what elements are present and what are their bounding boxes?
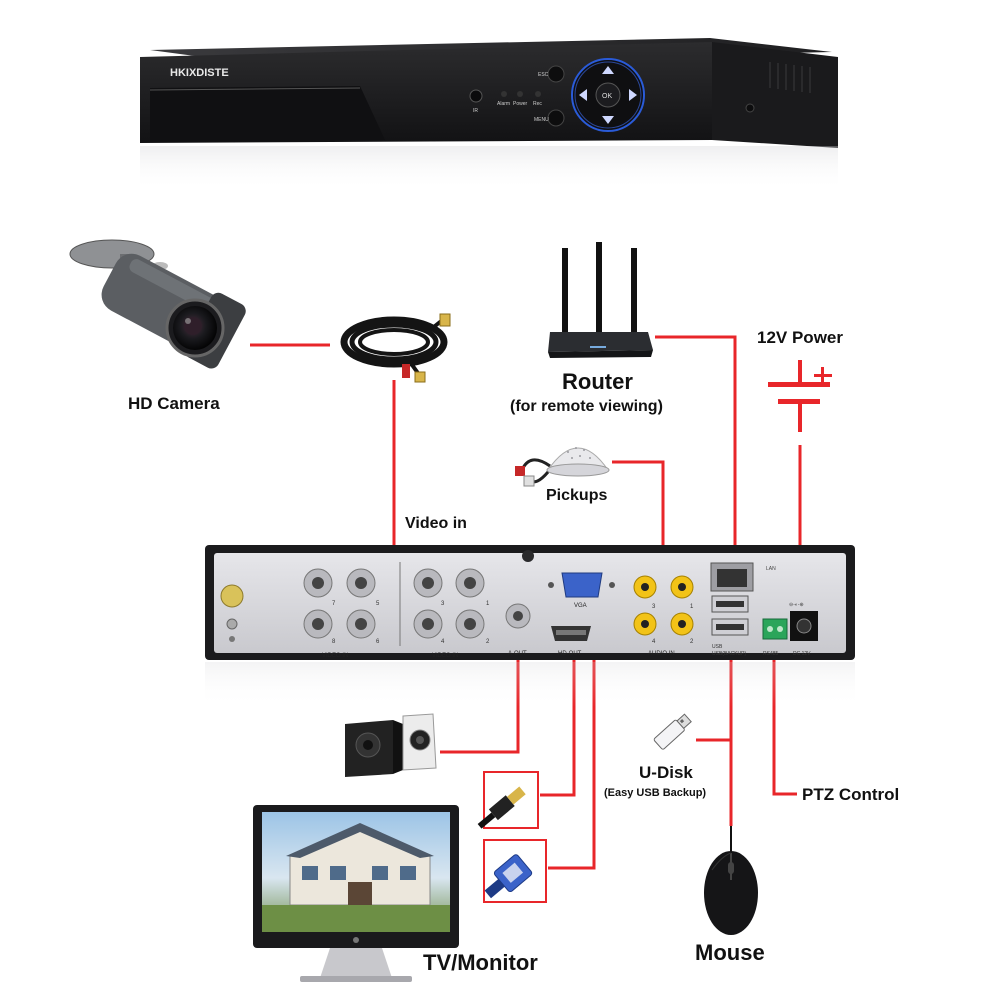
- ok-button[interactable]: [595, 82, 621, 108]
- rs485-label: RS485: [763, 651, 779, 657]
- ir-sensor-icon: [469, 89, 483, 103]
- udisk-sublabel: (Easy USB Backup): [604, 787, 706, 799]
- mouse-label: Mouse: [695, 940, 765, 965]
- svg-text:⊖-◐-⊕: ⊖-◐-⊕: [789, 602, 804, 608]
- wire-vga: [548, 646, 596, 870]
- ok-label: OK: [602, 93, 612, 100]
- rs485-terminal[interactable]: [762, 618, 788, 640]
- bnc-number: 5: [376, 601, 380, 607]
- audio-number: 1: [690, 604, 694, 610]
- vga-port[interactable]: [561, 572, 603, 598]
- router-icon: [548, 242, 653, 358]
- arrow-right-icon[interactable]: [629, 89, 637, 101]
- pickups-label: Pickups: [546, 487, 607, 504]
- ground-terminal-icon: [220, 584, 244, 608]
- speakers-icon: [345, 713, 437, 777]
- hd-camera-label: HD Camera: [128, 394, 220, 413]
- alarm-led-label: Alarm: [497, 101, 510, 107]
- tv-monitor-icon: [253, 805, 459, 982]
- bnc-number: 4: [441, 639, 445, 645]
- audio-number: 4: [652, 639, 656, 645]
- brand-logo: HKIXDISTE: [170, 67, 229, 79]
- video-in-label-left: VIDEO IN: [322, 653, 348, 659]
- bnc-number: 8: [332, 639, 336, 645]
- power-led-label: Power: [513, 101, 528, 107]
- menu-button[interactable]: [547, 109, 565, 127]
- ptz-label: PTZ Control: [802, 785, 899, 804]
- bnc-plug-icon: [402, 313, 451, 383]
- usb-disk-icon: [653, 713, 692, 750]
- pickup-microphone-icon: [515, 447, 610, 487]
- bnc-number: 2: [486, 639, 490, 645]
- video-in-bnc-right[interactable]: [413, 568, 485, 639]
- hd-out-label: HD-OUT: [558, 651, 582, 657]
- arrow-left-icon[interactable]: [579, 89, 587, 101]
- wire-aout-speaker: [440, 616, 520, 754]
- video-in-bnc-left[interactable]: [303, 568, 376, 639]
- audio-number: 2: [690, 639, 694, 645]
- esc-button[interactable]: [547, 65, 565, 83]
- wire-pickups-audio: [612, 460, 665, 570]
- tv-monitor-label: TV/Monitor: [423, 950, 538, 975]
- hdmi-plug-icon: [477, 786, 526, 829]
- dvr-back-unit: 7 5 8 6 3 1 4 2 VIDEO IN VIDEO IN A-OUT …: [205, 545, 855, 707]
- audio-in-rca[interactable]: [633, 575, 694, 636]
- video-in-label-right: VIDEO IN: [432, 653, 458, 659]
- hd-camera-icon: [69, 239, 246, 369]
- router-sublabel: (for remote viewing): [510, 398, 663, 415]
- ir-label: IR: [473, 108, 478, 114]
- usb-backup-label: USB(BACKUP): [712, 651, 747, 657]
- dc-power-symbol-icon: [768, 360, 832, 432]
- vga-plug-box: [483, 839, 547, 903]
- audio-number: 3: [652, 604, 656, 610]
- wire-router-lan: [655, 335, 737, 567]
- dc12v-label: DC 12V: [793, 651, 811, 657]
- power-label: 12V Power: [757, 328, 843, 347]
- bnc-number: 6: [376, 639, 380, 645]
- vga-label: VGA: [574, 603, 587, 609]
- arrow-down-icon[interactable]: [602, 116, 614, 124]
- a-out-label: A-OUT: [508, 651, 527, 657]
- mouse-icon: [704, 825, 758, 935]
- menu-label: MENU: [534, 117, 549, 123]
- router-label: Router: [562, 369, 633, 394]
- bnc-cable-coil-icon: [340, 316, 448, 378]
- bnc-number: 3: [441, 601, 445, 607]
- lan-label: LAN: [766, 566, 776, 572]
- video-in-callout: Video in: [405, 515, 467, 532]
- audio-in-label: AUDIO IN: [648, 651, 675, 657]
- esc-label: ESC: [538, 72, 549, 78]
- bnc-number: 1: [486, 601, 490, 607]
- udisk-label: U-Disk: [639, 763, 693, 782]
- vga-plug-icon: [484, 854, 533, 899]
- usb-label: USB: [712, 644, 723, 650]
- bnc-number: 7: [332, 601, 336, 607]
- arrow-up-icon[interactable]: [602, 66, 614, 74]
- rec-led-label: Rec: [533, 101, 542, 107]
- hdmi-plug-box: [483, 771, 539, 829]
- dvr-front-unit: HKIXDISTE IR Alarm Power Rec ESC MENU OK: [140, 38, 838, 191]
